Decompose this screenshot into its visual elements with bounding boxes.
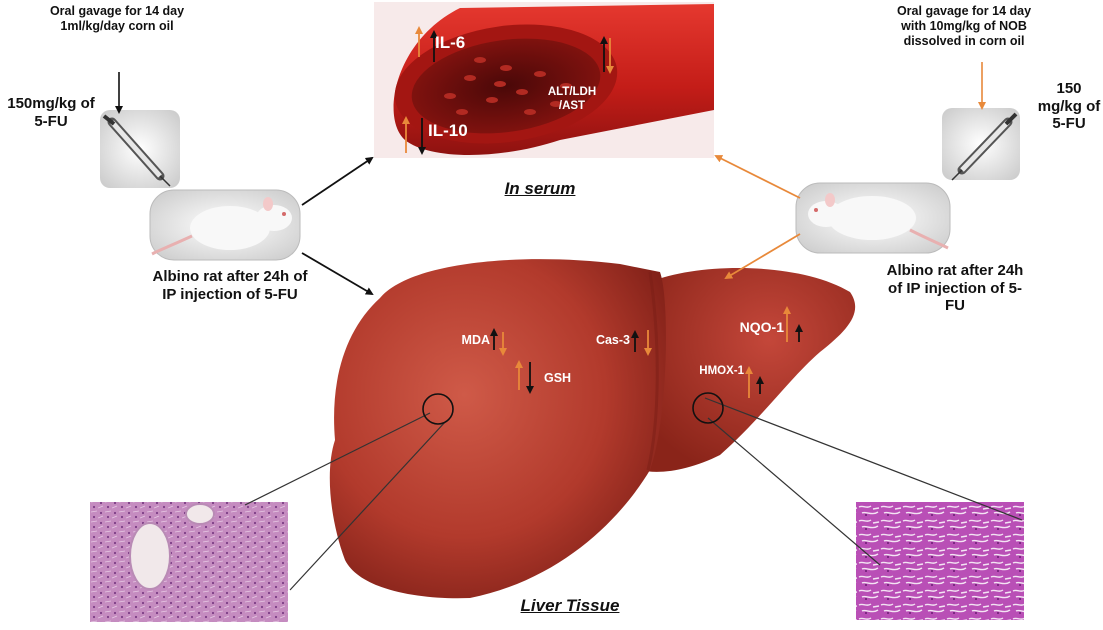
syringe-box-right bbox=[942, 108, 1020, 180]
left-rat-caption: Albino rat after 24h of IP injection of … bbox=[150, 268, 310, 303]
right-gavage-text: Oral gavage for 14 day with 10mg/kg of N… bbox=[888, 4, 1040, 48]
gsh-label: GSH bbox=[544, 371, 584, 386]
hmox1-label: HMOX-1 bbox=[684, 365, 744, 379]
il10-label: IL-10 bbox=[428, 121, 484, 141]
left-dose-text: 150mg/kg of 5-FU bbox=[6, 95, 96, 130]
mda-label: MDA bbox=[446, 333, 490, 348]
right-dose-text: 150 mg/kg of 5-FU bbox=[1036, 80, 1102, 133]
rat-box-left bbox=[150, 190, 300, 260]
liver-tissue-label: Liver Tissue bbox=[500, 596, 640, 616]
control-to-serum-arrow bbox=[302, 158, 372, 205]
blood-vessel-illustration bbox=[374, 2, 714, 158]
histology-left-panel bbox=[90, 502, 288, 622]
treatment-to-serum-arrow bbox=[716, 156, 800, 198]
syringe-box-left bbox=[100, 110, 180, 188]
alt-ldh-ast-label: ALT/LDH /AST bbox=[542, 86, 602, 113]
serum-label: In serum bbox=[470, 179, 610, 199]
nqo1-label: NQO-1 bbox=[726, 319, 784, 336]
histology-right-panel bbox=[856, 502, 1024, 620]
rat-box-right bbox=[796, 183, 950, 253]
liver-illustration bbox=[330, 259, 855, 598]
control-to-liver-arrow bbox=[302, 253, 372, 294]
il6-label: IL-6 bbox=[435, 33, 479, 53]
cas3-label: Cas-3 bbox=[580, 333, 630, 348]
right-rat-caption: Albino rat after 24h of IP injection of … bbox=[880, 262, 1030, 315]
left-gavage-text: Oral gavage for 14 day 1ml/kg/day corn o… bbox=[48, 4, 186, 34]
